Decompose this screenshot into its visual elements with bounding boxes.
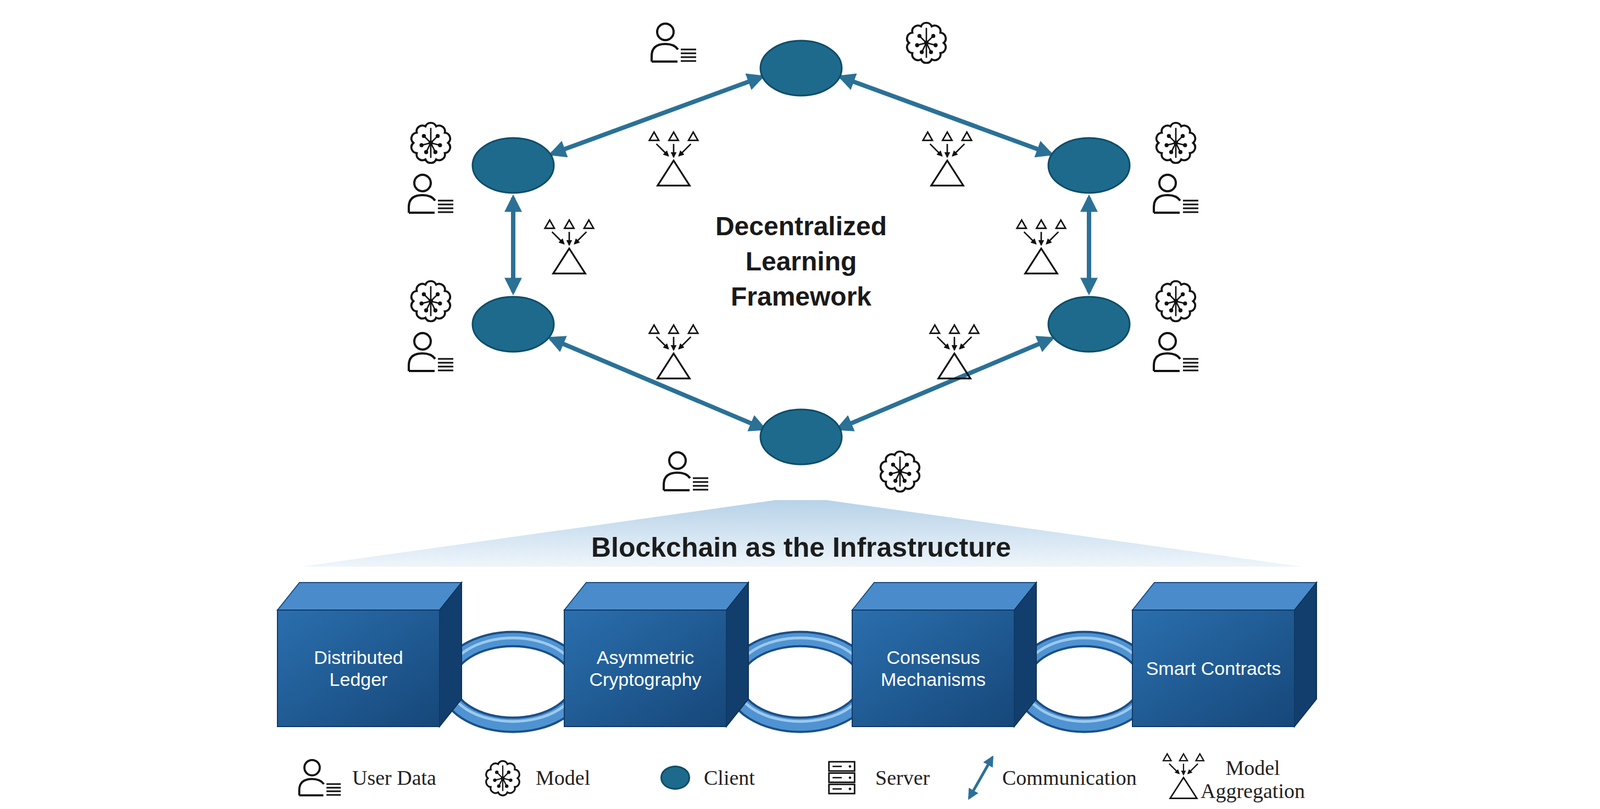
chain-link xyxy=(446,637,580,725)
blockchain-cube: Consensus Mechanisms xyxy=(852,582,1037,727)
clients xyxy=(472,40,1130,465)
client-node xyxy=(760,40,842,96)
legend-label: Client xyxy=(703,765,755,790)
cube-label: Consensus Mechanisms xyxy=(852,609,1015,727)
communication-arrow xyxy=(840,76,1051,154)
chain-link-highlight xyxy=(1021,637,1147,722)
cube-front xyxy=(852,609,1015,727)
client-node xyxy=(1048,296,1130,352)
cube-top xyxy=(564,582,749,610)
legend-server-icon xyxy=(829,761,855,794)
cube-label: Distributed Ledger xyxy=(277,609,440,727)
client-node xyxy=(472,296,554,352)
communication-arrow xyxy=(550,338,764,429)
diagram-title: Decentralized Learning Framework xyxy=(685,208,917,315)
client-node xyxy=(472,137,554,193)
aggregation-icon xyxy=(1017,219,1066,274)
model-icon xyxy=(411,280,450,321)
legend-label: Communication xyxy=(1002,765,1137,790)
user-data-icon xyxy=(1153,332,1199,371)
model-icon xyxy=(880,451,920,492)
chain-link-highlight xyxy=(447,637,579,722)
cube-side xyxy=(439,582,462,727)
blockchain-cube: Distributed Ledger xyxy=(277,582,462,727)
legend-swatch xyxy=(660,765,691,790)
model-icon xyxy=(907,22,946,63)
client-node xyxy=(760,409,842,465)
communication-arrow xyxy=(510,197,516,292)
chain-link-highlight xyxy=(734,637,867,722)
model-icon xyxy=(411,122,450,163)
aggregation-icon xyxy=(923,131,972,186)
legend-label: Model xyxy=(535,765,591,790)
user-data-icon xyxy=(651,23,697,62)
cube-side xyxy=(1014,582,1037,727)
cube-front xyxy=(277,609,440,727)
cube-label: Smart Contracts xyxy=(1132,609,1295,727)
legend-user-icon xyxy=(299,759,342,796)
legend-arrow-icon xyxy=(969,757,993,798)
legend-label: Server xyxy=(875,765,930,790)
node-label: Smart Contracts xyxy=(1146,657,1282,680)
communication-arrow xyxy=(551,76,762,154)
infrastructure-band: Blockchain as the Infrastructure xyxy=(301,500,1302,567)
communication-arrows xyxy=(513,76,1090,429)
cube-top xyxy=(852,582,1037,610)
aggregation-icon xyxy=(930,324,980,379)
band-label: Blockchain as the Infrastructure xyxy=(301,530,1302,564)
band-title: Blockchain as the Infrastructure xyxy=(301,530,1302,564)
node-label: Asymmetric Cryptography xyxy=(576,646,715,691)
aggregation-icon xyxy=(649,131,699,186)
cube-side xyxy=(726,582,749,727)
cube-top xyxy=(277,582,462,610)
node-label: Distributed Ledger xyxy=(289,646,428,691)
legend-model-icon xyxy=(486,760,520,796)
legend-label: Model Aggregation xyxy=(1186,756,1319,803)
legend-aggregation-icon xyxy=(1163,753,1204,799)
user-data-icon xyxy=(408,174,454,213)
client-node xyxy=(1048,137,1130,193)
chain-link xyxy=(1020,637,1148,725)
aggregation-icon xyxy=(649,324,699,379)
cube-label: Asymmetric Cryptography xyxy=(564,609,727,727)
communication-arrow xyxy=(838,338,1052,429)
blockchain-cube: Smart Contracts xyxy=(1132,582,1317,727)
cube-front xyxy=(564,609,727,727)
aggregation-icon xyxy=(545,219,594,274)
cube-side xyxy=(1294,582,1317,727)
user-data-icon xyxy=(1153,174,1199,213)
communication-arrow xyxy=(1086,197,1092,292)
cube-shape xyxy=(1132,582,1317,727)
user-data-icon xyxy=(408,332,454,371)
model-icon xyxy=(1156,280,1196,321)
blockchain-cube: Asymmetric Cryptography xyxy=(564,582,749,727)
legend-label: User Data xyxy=(352,765,437,790)
node-label: Consensus Mechanisms xyxy=(864,646,1003,691)
cube-front xyxy=(1132,609,1295,727)
user-data-icon xyxy=(663,452,709,491)
model-icon xyxy=(1156,122,1196,163)
cube-top xyxy=(1132,582,1317,610)
band-trapezoid xyxy=(301,500,1302,567)
chain-link xyxy=(732,637,868,725)
